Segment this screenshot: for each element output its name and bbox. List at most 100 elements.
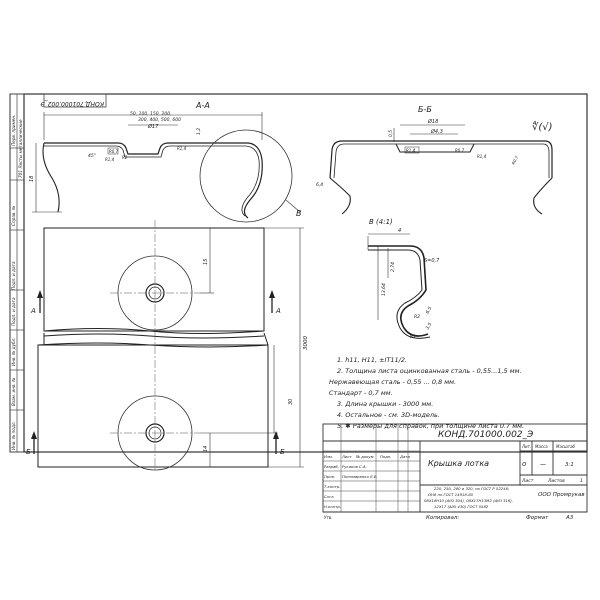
section-bb-r1: R1,4 bbox=[406, 148, 416, 153]
row-5-role: Н.контр. bbox=[324, 504, 341, 509]
left-strip-cells bbox=[10, 147, 24, 411]
section-aa-widths-1: 50, 100, 150, 200, bbox=[130, 111, 172, 117]
section-bb-dia2: Ø4,3 bbox=[430, 128, 443, 135]
note-6: 5. ✱ Размеры для справок, при толщине ли… bbox=[337, 422, 524, 430]
notes: 1. h11, H11, ±IT11/2. 2. Толщина листа о… bbox=[329, 356, 524, 430]
section-bb-left-curl bbox=[329, 177, 351, 215]
callout-v: В bbox=[296, 209, 302, 218]
format-label: Формат bbox=[526, 515, 549, 521]
row-1-name: Русаков С.А. bbox=[342, 464, 367, 469]
section-bb-profile-inner bbox=[333, 143, 550, 179]
section-arrows bbox=[33, 296, 277, 454]
detail-v-dim-65: 6,5 bbox=[425, 306, 434, 315]
section-aa-r2: R1,4 bbox=[105, 157, 115, 162]
arrow-a-left: А bbox=[30, 307, 36, 315]
section-aa-r-box-1 bbox=[107, 147, 119, 155]
section-aa-angle: 45° bbox=[88, 153, 96, 159]
section-aa-dims bbox=[32, 112, 263, 213]
section-bb-dims bbox=[393, 124, 465, 142]
section-aa-title: А-А bbox=[195, 101, 210, 110]
arrow-b-right: Б bbox=[280, 448, 285, 456]
strip-label-6: Подп. и дата bbox=[11, 261, 16, 290]
note-1: 2. Толщина листа оцинкованная сталь - 0,… bbox=[337, 367, 522, 375]
detail-v-dim-4: 4 bbox=[398, 228, 401, 234]
strip-label-7: Инв. № подл. bbox=[11, 421, 16, 450]
section-aa-dim-18: 18 bbox=[29, 176, 35, 182]
rotated-stamp-code: КОНД.701000.002_Э bbox=[40, 100, 104, 107]
col-mass: Масса bbox=[535, 444, 548, 449]
detail-v-title: В (4:1) bbox=[369, 218, 393, 226]
sheet-label: Лист bbox=[521, 478, 534, 484]
section-bb-title: Б-Б bbox=[418, 105, 432, 114]
company-name: ООО Промрукав bbox=[538, 492, 585, 498]
row-0-name: Лист bbox=[341, 454, 352, 459]
detail-v-r2: R2 bbox=[414, 314, 420, 320]
arrow-a-right: А bbox=[275, 307, 281, 315]
detail-v-dim-136: 13,64 bbox=[381, 283, 387, 296]
section-bb-r4: R0,7 bbox=[511, 155, 520, 166]
plan-dim-30: 30 bbox=[288, 399, 294, 405]
col-lit: Лит. bbox=[521, 444, 531, 449]
detail-v-profile bbox=[368, 245, 429, 337]
arrow-b-left: Б bbox=[26, 448, 31, 456]
section-bb-profile bbox=[329, 140, 553, 179]
section-bb-right-curl bbox=[533, 177, 553, 215]
note-3: Стандарт - 0,7 мм. bbox=[329, 389, 393, 397]
outer-frame bbox=[9, 93, 588, 453]
section-bb-r3: R1,4 bbox=[477, 154, 487, 159]
left-strip-labels: Перв. примен. 701 Листы металлические Сп… bbox=[11, 115, 23, 450]
row-0-sign: № докум. bbox=[355, 454, 375, 459]
sheets-value: 1 bbox=[580, 478, 583, 484]
row-0-role: Изм. bbox=[324, 454, 333, 459]
col-scale: Масштаб bbox=[556, 444, 576, 449]
note-4: 3. Длина крышки - 3000 мм. bbox=[337, 400, 433, 408]
strip-label-3: Подп. и дата bbox=[11, 297, 16, 326]
section-aa-r3: R2 bbox=[122, 155, 128, 160]
format-value: А3 bbox=[565, 515, 574, 521]
row-6-role: Утв. bbox=[324, 515, 332, 520]
section-bb-dim-h: 0,5 bbox=[388, 130, 394, 137]
note-5: 4. Остальное - см. 3D-модель. bbox=[337, 411, 440, 419]
title-material: 220, 250, 280 и 320, по ГОСТ Р 52246; ОН… bbox=[424, 486, 513, 509]
strip-label-4: Инв. № дубл. bbox=[11, 337, 16, 366]
strip-label-5: Взам. инв. № bbox=[11, 377, 16, 406]
rotated-stamp-box bbox=[43, 93, 107, 108]
detail-v-dims bbox=[367, 233, 410, 320]
section-bb-side: 6,4 bbox=[316, 182, 323, 188]
inner-frame bbox=[23, 93, 588, 453]
mass-value: — bbox=[540, 461, 546, 468]
section-aa-dim-12: 1,2 bbox=[196, 128, 202, 135]
detail-v-dim-s: S=0,7 bbox=[424, 258, 440, 264]
material-line-2: ОН8 по ГОСТ 14918-80 bbox=[428, 492, 474, 497]
section-bb-rib bbox=[395, 143, 475, 153]
note-0: 1. h11, H11, ±IT11/2. bbox=[337, 356, 407, 364]
row-2-name: Пономаренко Е.Е. bbox=[342, 474, 377, 479]
section-aa-widths-2: 300, 400, 500, 600 bbox=[138, 117, 181, 123]
strip-label-2: Справ. № bbox=[11, 205, 16, 226]
title-rows: Изм. Лист № докум. Подп. Дата Разраб. Ру… bbox=[324, 454, 411, 509]
plan-dims bbox=[200, 227, 304, 468]
detail-circle bbox=[199, 129, 293, 223]
row-4-role: Согл. bbox=[324, 494, 335, 499]
material-line-4: 12Х17 (AISI 430) ГОСТ 5582 bbox=[434, 504, 489, 509]
roughness-mark: ∜(√) bbox=[532, 120, 553, 133]
section-aa-dia: Ø17 bbox=[147, 123, 159, 130]
title-block-frame bbox=[322, 423, 588, 513]
lit-value: о bbox=[522, 460, 526, 468]
detail-leader bbox=[285, 199, 301, 213]
title-block-grid bbox=[323, 424, 420, 512]
section-aa-left-curl bbox=[42, 142, 60, 213]
row-0-extra: Подп. bbox=[380, 454, 392, 459]
detail-v-dim-274: 2,74 bbox=[390, 262, 396, 272]
row-0-date: Дата bbox=[399, 454, 411, 459]
title-code: КОНД.701000.002_Э bbox=[438, 430, 534, 440]
row-1-role: Разраб. bbox=[324, 464, 339, 469]
row-2-role: Пров. bbox=[324, 474, 335, 479]
section-bb-dia1: Ø18 bbox=[427, 118, 438, 125]
section-bb-r-box bbox=[404, 146, 420, 154]
detail-v-r1: R1 bbox=[410, 334, 416, 340]
plan-center-lines bbox=[110, 220, 200, 470]
material-line-1: 220, 250, 280 и 320, по ГОСТ Р 52246; bbox=[434, 486, 510, 491]
strip-label-0: Перв. примен. bbox=[11, 115, 16, 146]
